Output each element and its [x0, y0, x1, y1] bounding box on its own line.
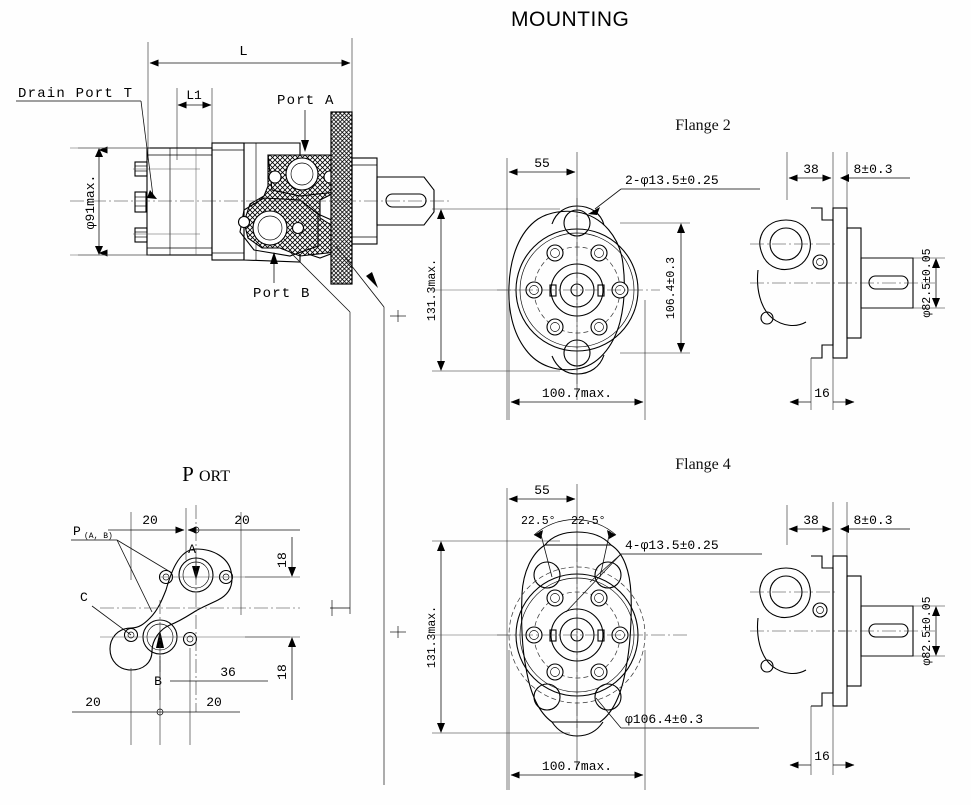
dim-flange4-width: 100.7max.	[542, 759, 612, 774]
side-section-view: L L1 Drain Port T φ91max.	[16, 38, 452, 785]
dim-port-36: 36	[220, 665, 236, 680]
dim-port-right-18-lower: 18	[275, 664, 290, 680]
port-detail-view: P ORT 20 20 P (A, B) C	[71, 462, 300, 745]
dim-port-top-left-20: 20	[142, 513, 158, 528]
dim-flange2-width: 100.7max.	[542, 386, 612, 401]
dim-flange4-55: 55	[534, 483, 550, 498]
dim-flange4-side-thickness: 8±0.3	[853, 513, 892, 528]
label-port-p: P	[73, 524, 81, 539]
port-view-title: P	[182, 462, 194, 486]
dim-flange4-angle-right: 22.5°	[571, 515, 606, 528]
label-port-b: Port B	[253, 286, 311, 302]
flange-2-side-view: 38 8±0.3	[750, 152, 945, 410]
page-title: MOUNTING	[511, 8, 629, 31]
dim-flange2-side-thickness: 8±0.3	[853, 162, 892, 177]
label-port-p-sub: (A, B)	[84, 532, 113, 541]
dim-port-bottom-right-20: 20	[206, 695, 222, 710]
dim-flange4-pilot-dia: φ82.5±0.05	[921, 596, 934, 665]
label-drain-port-t: Drain Port T	[18, 86, 133, 102]
dim-flange4-angle-left: 22.5°	[521, 515, 556, 528]
flange2-bolt-group	[525, 244, 629, 336]
dim-flange4-height: 131.3max.	[426, 606, 439, 668]
flange-2-title: Flange 2	[675, 117, 731, 134]
dim-flange4-hole-callout: 4-φ13.5±0.25	[625, 538, 719, 553]
dim-flange2-55: 55	[534, 156, 550, 171]
label-port-a-detail: A	[188, 542, 196, 557]
dim-port-bottom-left-20: 20	[85, 695, 101, 710]
label-port-c: C	[80, 590, 88, 605]
flange-4-side-view: 38 8±0.3 φ82.5±0.05	[750, 502, 945, 775]
flange-4-front-view: Flange 4 55 22.5° 22.5° 4-φ13.5±0.25	[426, 456, 762, 790]
flange-4-title: Flange 4	[675, 456, 731, 473]
dim-flange2-side-38: 38	[803, 162, 819, 177]
dim-flange2-pilot-dia: φ82.5±0.05	[921, 248, 934, 317]
dim-length-L1: L1	[186, 88, 202, 103]
dim-flange2-hole-callout: 2-φ13.5±0.25	[625, 173, 719, 188]
flange-2-front-view: Flange 2 55 2-φ13.5±0.25 131.3max.	[426, 117, 760, 420]
dim-body-diameter: φ91max.	[83, 175, 98, 230]
dim-port-right-18-upper: 18	[275, 552, 290, 568]
dim-flange4-bolt-circle: φ106.4±0.3	[625, 712, 703, 727]
dim-flange4-side-38: 38	[803, 513, 819, 528]
dim-port-top-right-20: 20	[234, 513, 250, 528]
label-port-b-detail: B	[154, 674, 162, 689]
label-port-a: Port A	[277, 93, 335, 109]
dim-flange4-shaft-len: 16	[814, 749, 830, 764]
dim-flange2-bolt-spacing: 106.4±0.3	[665, 257, 678, 319]
dim-flange2-shaft-len: 16	[814, 386, 830, 401]
dim-length-L: L	[239, 44, 249, 60]
port-view-title-rest: ORT	[199, 468, 230, 485]
